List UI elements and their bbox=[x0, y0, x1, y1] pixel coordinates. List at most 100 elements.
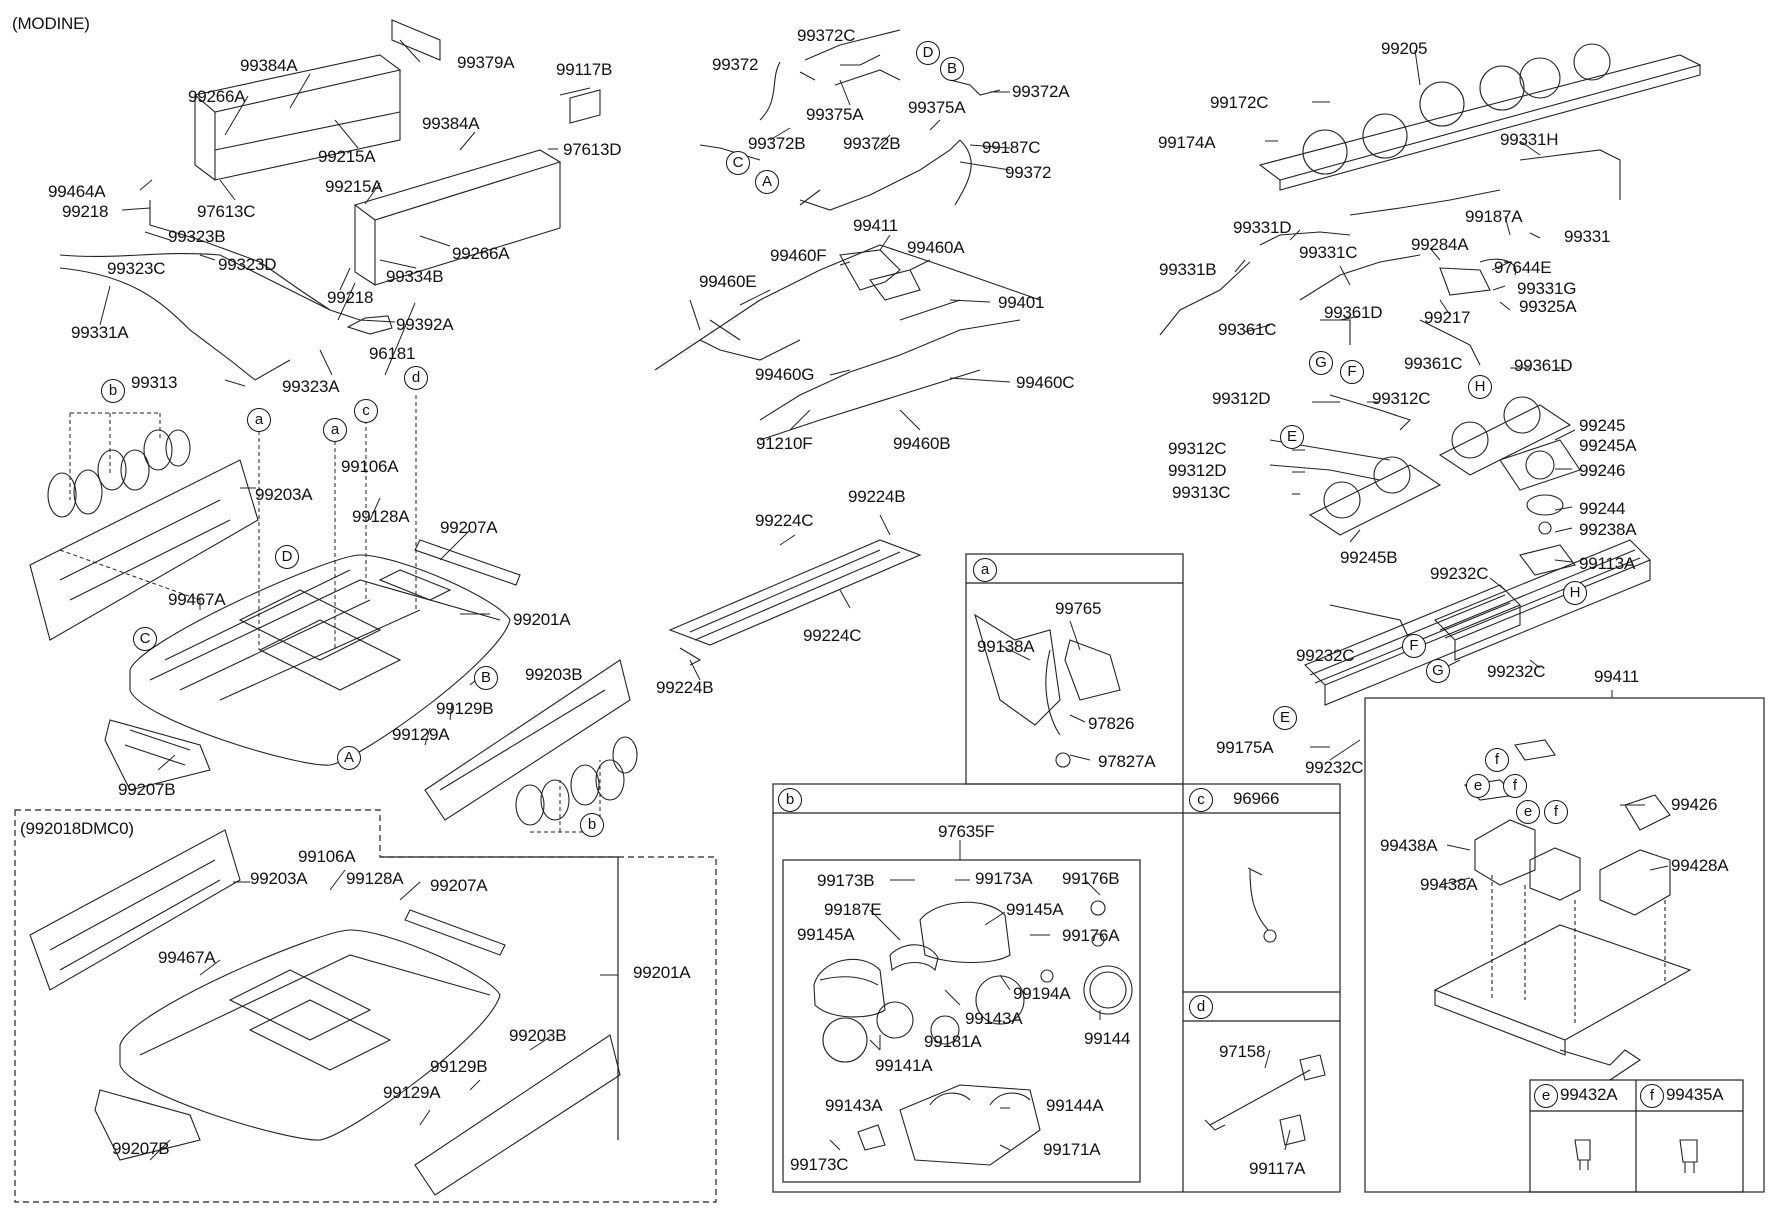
part-99379A: 99379A bbox=[457, 53, 515, 72]
callout-e: e bbox=[1534, 1084, 1558, 1108]
part-99203B: 99203B bbox=[509, 1026, 567, 1045]
callout-G: G bbox=[1309, 351, 1333, 375]
part-99128A: 99128A bbox=[352, 507, 410, 526]
callout-d: d bbox=[404, 366, 428, 390]
part-99238A: 99238A bbox=[1579, 520, 1637, 539]
part-99375A: 99375A bbox=[908, 98, 966, 117]
callout-E: E bbox=[1273, 706, 1297, 730]
callout-F: F bbox=[1340, 360, 1364, 384]
callout-C: C bbox=[726, 151, 750, 175]
part-99284A: 99284A bbox=[1411, 235, 1469, 254]
part-99128A: 99128A bbox=[346, 869, 404, 888]
part-99218: 99218 bbox=[62, 202, 109, 221]
part-99334B: 99334B bbox=[386, 267, 444, 286]
callout-e: e bbox=[1466, 774, 1490, 798]
callout-c: c bbox=[354, 399, 378, 423]
part-99245A: 99245A bbox=[1579, 436, 1637, 455]
part-99361D: 99361D bbox=[1324, 303, 1383, 322]
part-99113A: 99113A bbox=[1579, 554, 1636, 573]
detail-boxes bbox=[14, 553, 1765, 1203]
callout-G: G bbox=[1426, 659, 1450, 683]
part-99372A: 99372A bbox=[1012, 82, 1070, 101]
part-99438A: 99438A bbox=[1380, 836, 1438, 855]
part-99224C: 99224C bbox=[755, 511, 814, 530]
part-99384A: 99384A bbox=[422, 114, 480, 133]
part-99224B: 99224B bbox=[656, 678, 714, 697]
callout-F: F bbox=[1402, 634, 1426, 658]
part-99460B: 99460B bbox=[893, 434, 951, 453]
part-99361C: 99361C bbox=[1404, 354, 1463, 373]
part-99361C: 99361C bbox=[1218, 320, 1277, 339]
part-99141A: 99141A bbox=[875, 1056, 933, 1075]
part-99331H: 99331H bbox=[1500, 130, 1559, 149]
callout-c: c bbox=[1189, 788, 1213, 812]
part-99201A: 99201A bbox=[633, 963, 691, 982]
part-97827A: 97827A bbox=[1098, 752, 1156, 771]
part-99106A: 99106A bbox=[341, 457, 399, 476]
part-99207B: 99207B bbox=[118, 780, 176, 799]
callout-A: A bbox=[755, 170, 779, 194]
part-99411: 99411 bbox=[1594, 667, 1640, 686]
part-99203B: 99203B bbox=[525, 665, 583, 684]
part-99217: 99217 bbox=[1424, 308, 1471, 327]
part-99232C: 99232C bbox=[1305, 758, 1364, 777]
part-99144A: 99144A bbox=[1046, 1096, 1104, 1115]
callout-C: C bbox=[133, 627, 157, 651]
part-99205: 99205 bbox=[1381, 39, 1428, 58]
callout-e: e bbox=[1516, 800, 1540, 824]
callout-f: f bbox=[1640, 1084, 1664, 1108]
part-99401: 99401 bbox=[998, 293, 1045, 312]
callout-a: a bbox=[247, 408, 271, 432]
part-99207A: 99207A bbox=[430, 876, 488, 895]
part-99215A: 99215A bbox=[325, 177, 383, 196]
part-99173C: 99173C bbox=[790, 1155, 849, 1174]
part-99129A: 99129A bbox=[383, 1083, 441, 1102]
callout-D: D bbox=[275, 545, 299, 569]
part-96181: 96181 bbox=[369, 344, 416, 363]
part-99215A: 99215A bbox=[318, 147, 376, 166]
part-99143A: 99143A bbox=[965, 1009, 1023, 1028]
part-99460E: 99460E bbox=[699, 272, 757, 291]
part-99460C: 99460C bbox=[1016, 373, 1075, 392]
part-99312C: 99312C bbox=[1372, 389, 1431, 408]
part-99331D: 99331D bbox=[1233, 218, 1292, 237]
part-99384A: 99384A bbox=[240, 56, 298, 75]
part-99218: 99218 bbox=[327, 288, 374, 307]
part-97613D: 97613D bbox=[563, 140, 622, 159]
part-99312C: 99312C bbox=[1168, 439, 1227, 458]
part-99372: 99372 bbox=[1005, 163, 1052, 182]
part-99426: 99426 bbox=[1671, 795, 1718, 814]
part-99187E: 99187E bbox=[824, 900, 882, 919]
part-99224C: 99224C bbox=[803, 626, 862, 645]
part-99331C: 99331C bbox=[1299, 243, 1358, 262]
callout-A: A bbox=[337, 746, 361, 770]
part-99173A: 99173A bbox=[975, 869, 1033, 888]
callout-f: f bbox=[1544, 800, 1568, 824]
part-99460G: 99460G bbox=[755, 365, 815, 384]
part-99129B: 99129B bbox=[430, 1057, 488, 1076]
part-99266A: 99266A bbox=[188, 87, 246, 106]
callout-f: f bbox=[1485, 748, 1509, 772]
part-99145A: 99145A bbox=[1006, 900, 1064, 919]
part-99173B: 99173B bbox=[817, 871, 875, 890]
part-99331: 99331 bbox=[1564, 227, 1611, 246]
part-99464A: 99464A bbox=[48, 182, 106, 201]
part-99313C: 99313C bbox=[1172, 483, 1231, 502]
part-99411: 99411 bbox=[853, 216, 899, 235]
part-99312D: 99312D bbox=[1212, 389, 1271, 408]
callout-b: b bbox=[580, 813, 604, 837]
part-96966: 96966 bbox=[1233, 789, 1280, 808]
part-99201A: 99201A bbox=[513, 610, 571, 629]
part-99460F: 99460F bbox=[770, 246, 827, 265]
part-99325A: 99325A bbox=[1519, 297, 1577, 316]
part-99175A: 99175A bbox=[1216, 738, 1274, 757]
part-99375A: 99375A bbox=[806, 105, 864, 124]
part-99207B: 99207B bbox=[112, 1139, 170, 1158]
leader-lines bbox=[59, 39, 1669, 1161]
part-99467A: 99467A bbox=[168, 590, 226, 609]
part-99331G: 99331G bbox=[1517, 279, 1577, 298]
part-99372B: 99372B bbox=[748, 134, 806, 153]
callout-E: E bbox=[1280, 425, 1304, 449]
part-99331B: 99331B bbox=[1159, 260, 1217, 279]
